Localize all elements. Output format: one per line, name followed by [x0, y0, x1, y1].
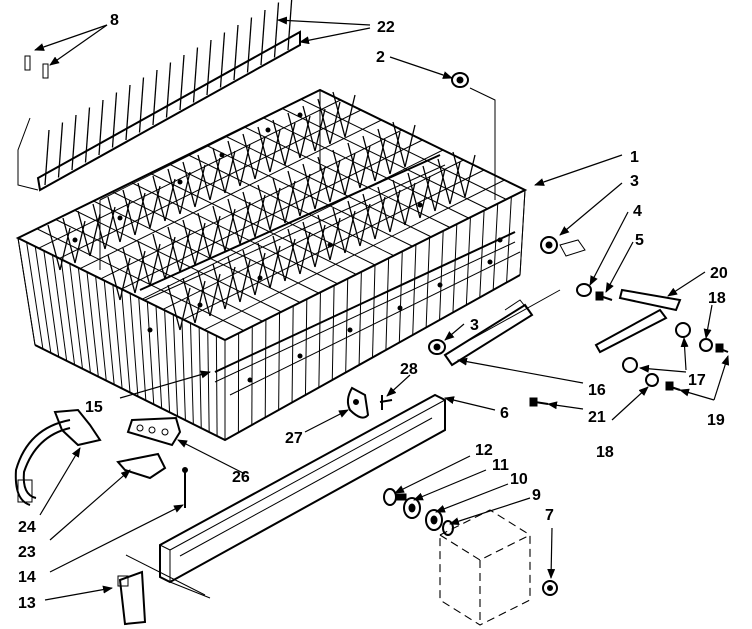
right-hardware — [428, 72, 729, 407]
callout-23: 23 — [18, 544, 36, 561]
callout-18a: 18 — [708, 290, 726, 307]
roller-2 — [451, 72, 469, 88]
callout-14: 14 — [18, 569, 36, 586]
callout-27: 27 — [285, 430, 303, 447]
callout-9: 9 — [532, 487, 541, 504]
callout-3a: 3 — [630, 173, 639, 190]
callout-24: 24 — [18, 519, 36, 536]
callout-11: 11 — [492, 457, 509, 474]
small-parts — [14, 55, 393, 626]
callout-12: 12 — [475, 442, 493, 459]
callout-2: 2 — [376, 49, 385, 66]
callout-1: 1 — [630, 149, 639, 166]
callout-4: 4 — [633, 203, 642, 220]
callout-6: 6 — [500, 405, 509, 422]
callout-16: 16 — [588, 382, 606, 399]
callout-17: 17 — [688, 372, 706, 389]
callout-15: 15 — [85, 399, 103, 416]
upper-tine-row — [17, 0, 301, 192]
leader-lines — [34, 16, 730, 601]
callout-21: 21 — [588, 409, 606, 426]
callout-10: 10 — [510, 471, 528, 488]
pins-8 — [24, 55, 49, 79]
bottom-rail — [125, 393, 446, 599]
callout-labels: 8 22 2 1 3 4 5 20 18 17 19 16 21 3 28 6 … — [18, 12, 728, 612]
callout-13: 13 — [18, 595, 36, 612]
callout-8: 8 — [110, 12, 119, 29]
callout-22: 22 — [377, 19, 395, 36]
dishrack-basket — [15, 88, 528, 442]
wheel-stack — [383, 488, 558, 626]
callout-7: 7 — [545, 507, 554, 524]
callout-20: 20 — [710, 265, 728, 282]
callout-3b: 3 — [470, 317, 479, 334]
callout-28: 28 — [400, 361, 418, 378]
callout-26: 26 — [232, 469, 250, 486]
callout-19: 19 — [707, 412, 725, 429]
callout-5: 5 — [635, 232, 644, 249]
callout-18b: 18 — [596, 444, 614, 461]
